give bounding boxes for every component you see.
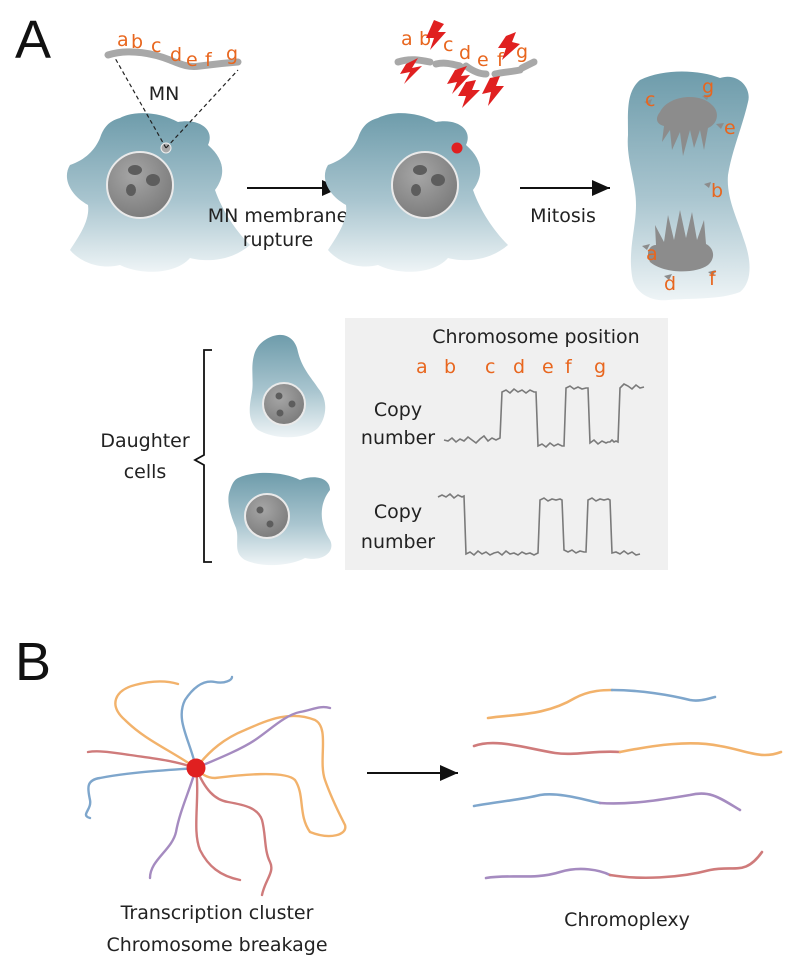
pos-letter-e: e: [542, 356, 554, 378]
copy-number-trace-2: [437, 492, 641, 557]
arrow-1-label-line2: rupture: [243, 229, 314, 251]
nucleus: [106, 151, 174, 219]
pos-letter-a: a: [416, 356, 428, 378]
mitosis-letter-c: c: [645, 89, 655, 111]
mitotic-cell: [627, 71, 750, 301]
daughter-cell-bottom: [228, 472, 332, 566]
nucleus: [391, 151, 459, 219]
ruptured-mn-cell: [324, 113, 508, 272]
letter-c: c: [151, 35, 161, 57]
panel-b-label: B: [15, 632, 51, 692]
pos-letter-c: c: [485, 356, 495, 378]
letter-f-broken: f: [497, 49, 505, 71]
letter-g-broken: g: [516, 41, 528, 63]
daughter-label-line2: cells: [124, 461, 167, 483]
mitosis-letter-e: e: [724, 117, 736, 139]
b-left-caption-line1: Transcription cluster: [120, 902, 314, 924]
chromosome-strand: [104, 48, 242, 70]
shattered-chromosome: [394, 56, 538, 78]
letter-f: f: [205, 49, 213, 71]
letter-e: e: [186, 49, 198, 71]
letter-d: d: [170, 44, 182, 66]
letter-e-broken: e: [477, 49, 489, 71]
arrow-2-label: Mitosis: [530, 205, 596, 227]
ruptured-micronucleus: [451, 142, 463, 154]
b-right-caption: Chromoplexy: [564, 909, 690, 931]
copy-number-panel: [345, 318, 668, 570]
lower-chromatin: [647, 210, 714, 272]
mitosis-letter-g: g: [702, 76, 714, 98]
breakage-focus: [186, 758, 206, 778]
pos-letter-b: b: [444, 356, 456, 378]
copy-number-2-line2: number: [361, 531, 435, 553]
copy-number-trace-1: [443, 383, 645, 449]
pos-letter-g: g: [594, 356, 606, 378]
panel-a-label: A: [15, 10, 51, 70]
chromosome-position-title: Chromosome position: [432, 326, 639, 348]
mitosis-letter-b: b: [711, 180, 723, 202]
copy-number-2-line1: Copy: [374, 501, 422, 523]
mitosis-letter-d: d: [664, 273, 676, 295]
letter-c-broken: c: [443, 34, 453, 56]
b-left-caption-line2: Chromosome breakage: [106, 934, 327, 956]
transcription-cluster: [84, 675, 347, 897]
letter-a-broken: a: [401, 28, 413, 50]
interphase-cell: [66, 113, 251, 272]
copy-number-1-line1: Copy: [374, 399, 422, 421]
mitosis-letter-a: a: [646, 243, 658, 265]
pos-letter-f: f: [565, 356, 573, 378]
daughter-bracket: [193, 349, 212, 563]
daughter-cell-top: [249, 334, 326, 438]
pos-letter-d: d: [513, 356, 525, 378]
letter-g: g: [226, 43, 238, 65]
letter-d-broken: d: [459, 42, 471, 64]
upper-chromatin: [656, 96, 717, 156]
letter-b: b: [131, 31, 143, 53]
arrow-1-label-line1: MN membrane: [208, 205, 349, 227]
damage-bolts: [400, 20, 520, 108]
copy-number-1-line2: number: [361, 427, 435, 449]
daughter-label-line1: Daughter: [100, 430, 190, 452]
mitosis-letter-f: f: [709, 268, 717, 290]
rearranged-chromosomes: [472, 688, 783, 880]
letter-a: a: [117, 29, 129, 51]
mn-label: MN: [149, 83, 180, 105]
